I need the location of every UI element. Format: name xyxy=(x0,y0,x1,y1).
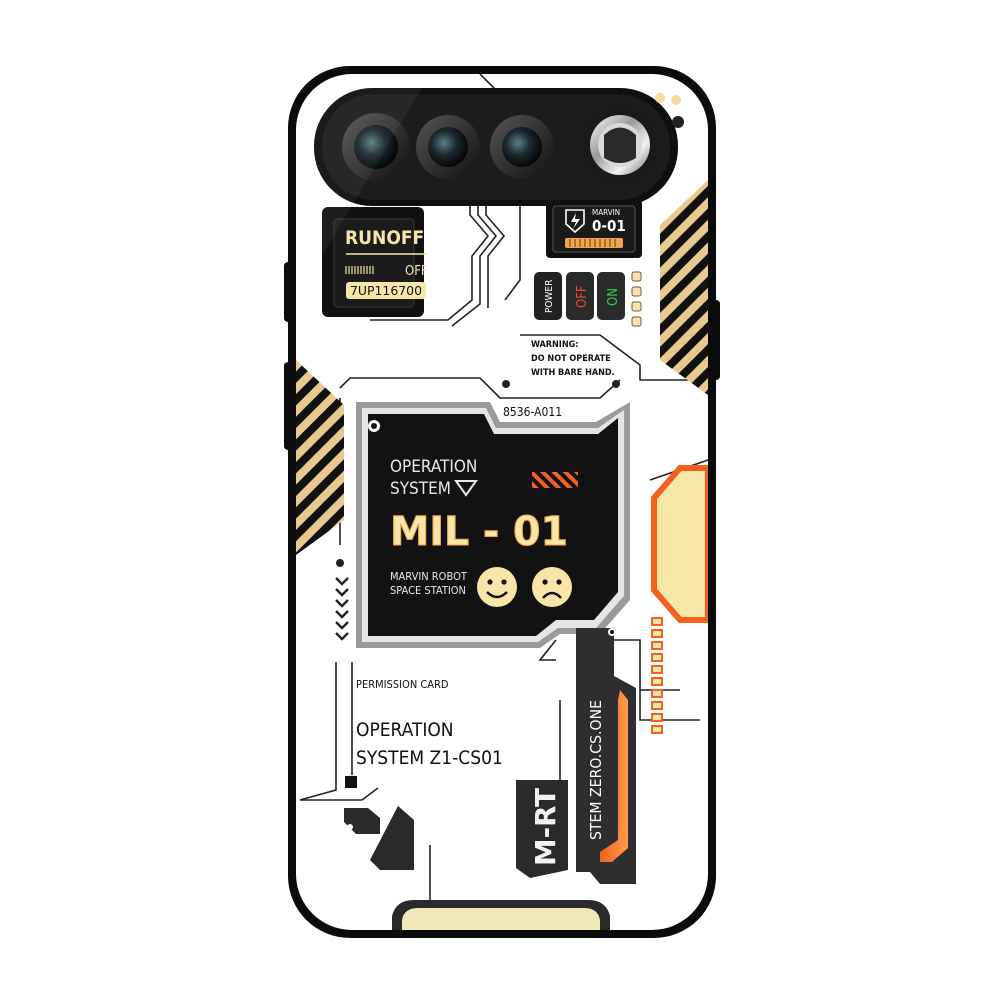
marvin-name: MARVIN xyxy=(592,208,620,217)
side-button-left xyxy=(284,262,294,322)
stem-label: STEM ZERO.CS.ONE xyxy=(587,700,605,840)
permission-line-1: OPERATION xyxy=(356,719,454,741)
main-screen: 8536-A011 OPERATION SYSTEM MIL - 01 MARV… xyxy=(356,400,630,648)
triangle-logo-icon xyxy=(454,480,478,497)
screen-main-title: MIL - 01 xyxy=(390,509,568,555)
sad-face-icon xyxy=(532,567,572,607)
warning-line-2: DO NOT OPERATE xyxy=(531,354,611,364)
warning-text: WARNING: DO NOT OPERATE WITH BARE HAND. xyxy=(531,340,615,378)
bottom-plate xyxy=(402,908,600,930)
chevron-down-icon xyxy=(335,577,349,641)
screen-code: 8536-A011 xyxy=(503,405,562,419)
screen-heading-2: SYSTEM xyxy=(390,479,451,499)
off-switch-label: OFF xyxy=(575,285,590,308)
mrt-label: M-RT xyxy=(529,787,562,866)
hazard-stripes-right xyxy=(660,180,708,395)
mrt-plate: M-RT xyxy=(516,780,568,878)
runoff-code: 7UP116700 xyxy=(350,284,422,298)
side-button-right xyxy=(710,300,720,380)
power-label: POWER xyxy=(544,280,555,313)
screen-sub-2: SPACE STATION xyxy=(390,584,466,597)
camera-module xyxy=(314,88,684,206)
permission-label: PERMISSION CARD xyxy=(356,678,449,691)
hexagon-plate xyxy=(651,465,708,623)
runoff-panel: RUNOFF OFF 7UP116700 xyxy=(322,207,428,317)
switch-panel: POWER OFF ON xyxy=(534,271,642,327)
permission-line-2: SYSTEM Z1-CS01 xyxy=(356,747,503,769)
screen-heading-1: OPERATION xyxy=(390,457,477,477)
black-chip-shapes xyxy=(344,806,414,870)
shield-bolt-icon xyxy=(565,209,585,234)
warning-line-3: WITH BARE HAND. xyxy=(531,368,615,378)
marvin-badge: MARVIN 0-01 xyxy=(546,200,642,258)
runoff-title: RUNOFF xyxy=(345,227,424,249)
on-switch-label: ON xyxy=(606,288,621,306)
warning-line-1: WARNING: xyxy=(531,340,578,350)
hazard-stripes-left xyxy=(296,360,344,555)
runoff-state: OFF xyxy=(405,264,428,279)
side-button-left-lower xyxy=(284,362,294,450)
marvin-model: 0-01 xyxy=(592,217,626,235)
stem-plate: STEM ZERO.CS.ONE xyxy=(576,628,636,884)
orange-stripe-bar xyxy=(532,472,578,488)
orange-ladder xyxy=(651,617,663,734)
smiley-face-icon xyxy=(477,567,517,607)
screen-sub-1: MARVIN ROBOT xyxy=(390,570,468,583)
